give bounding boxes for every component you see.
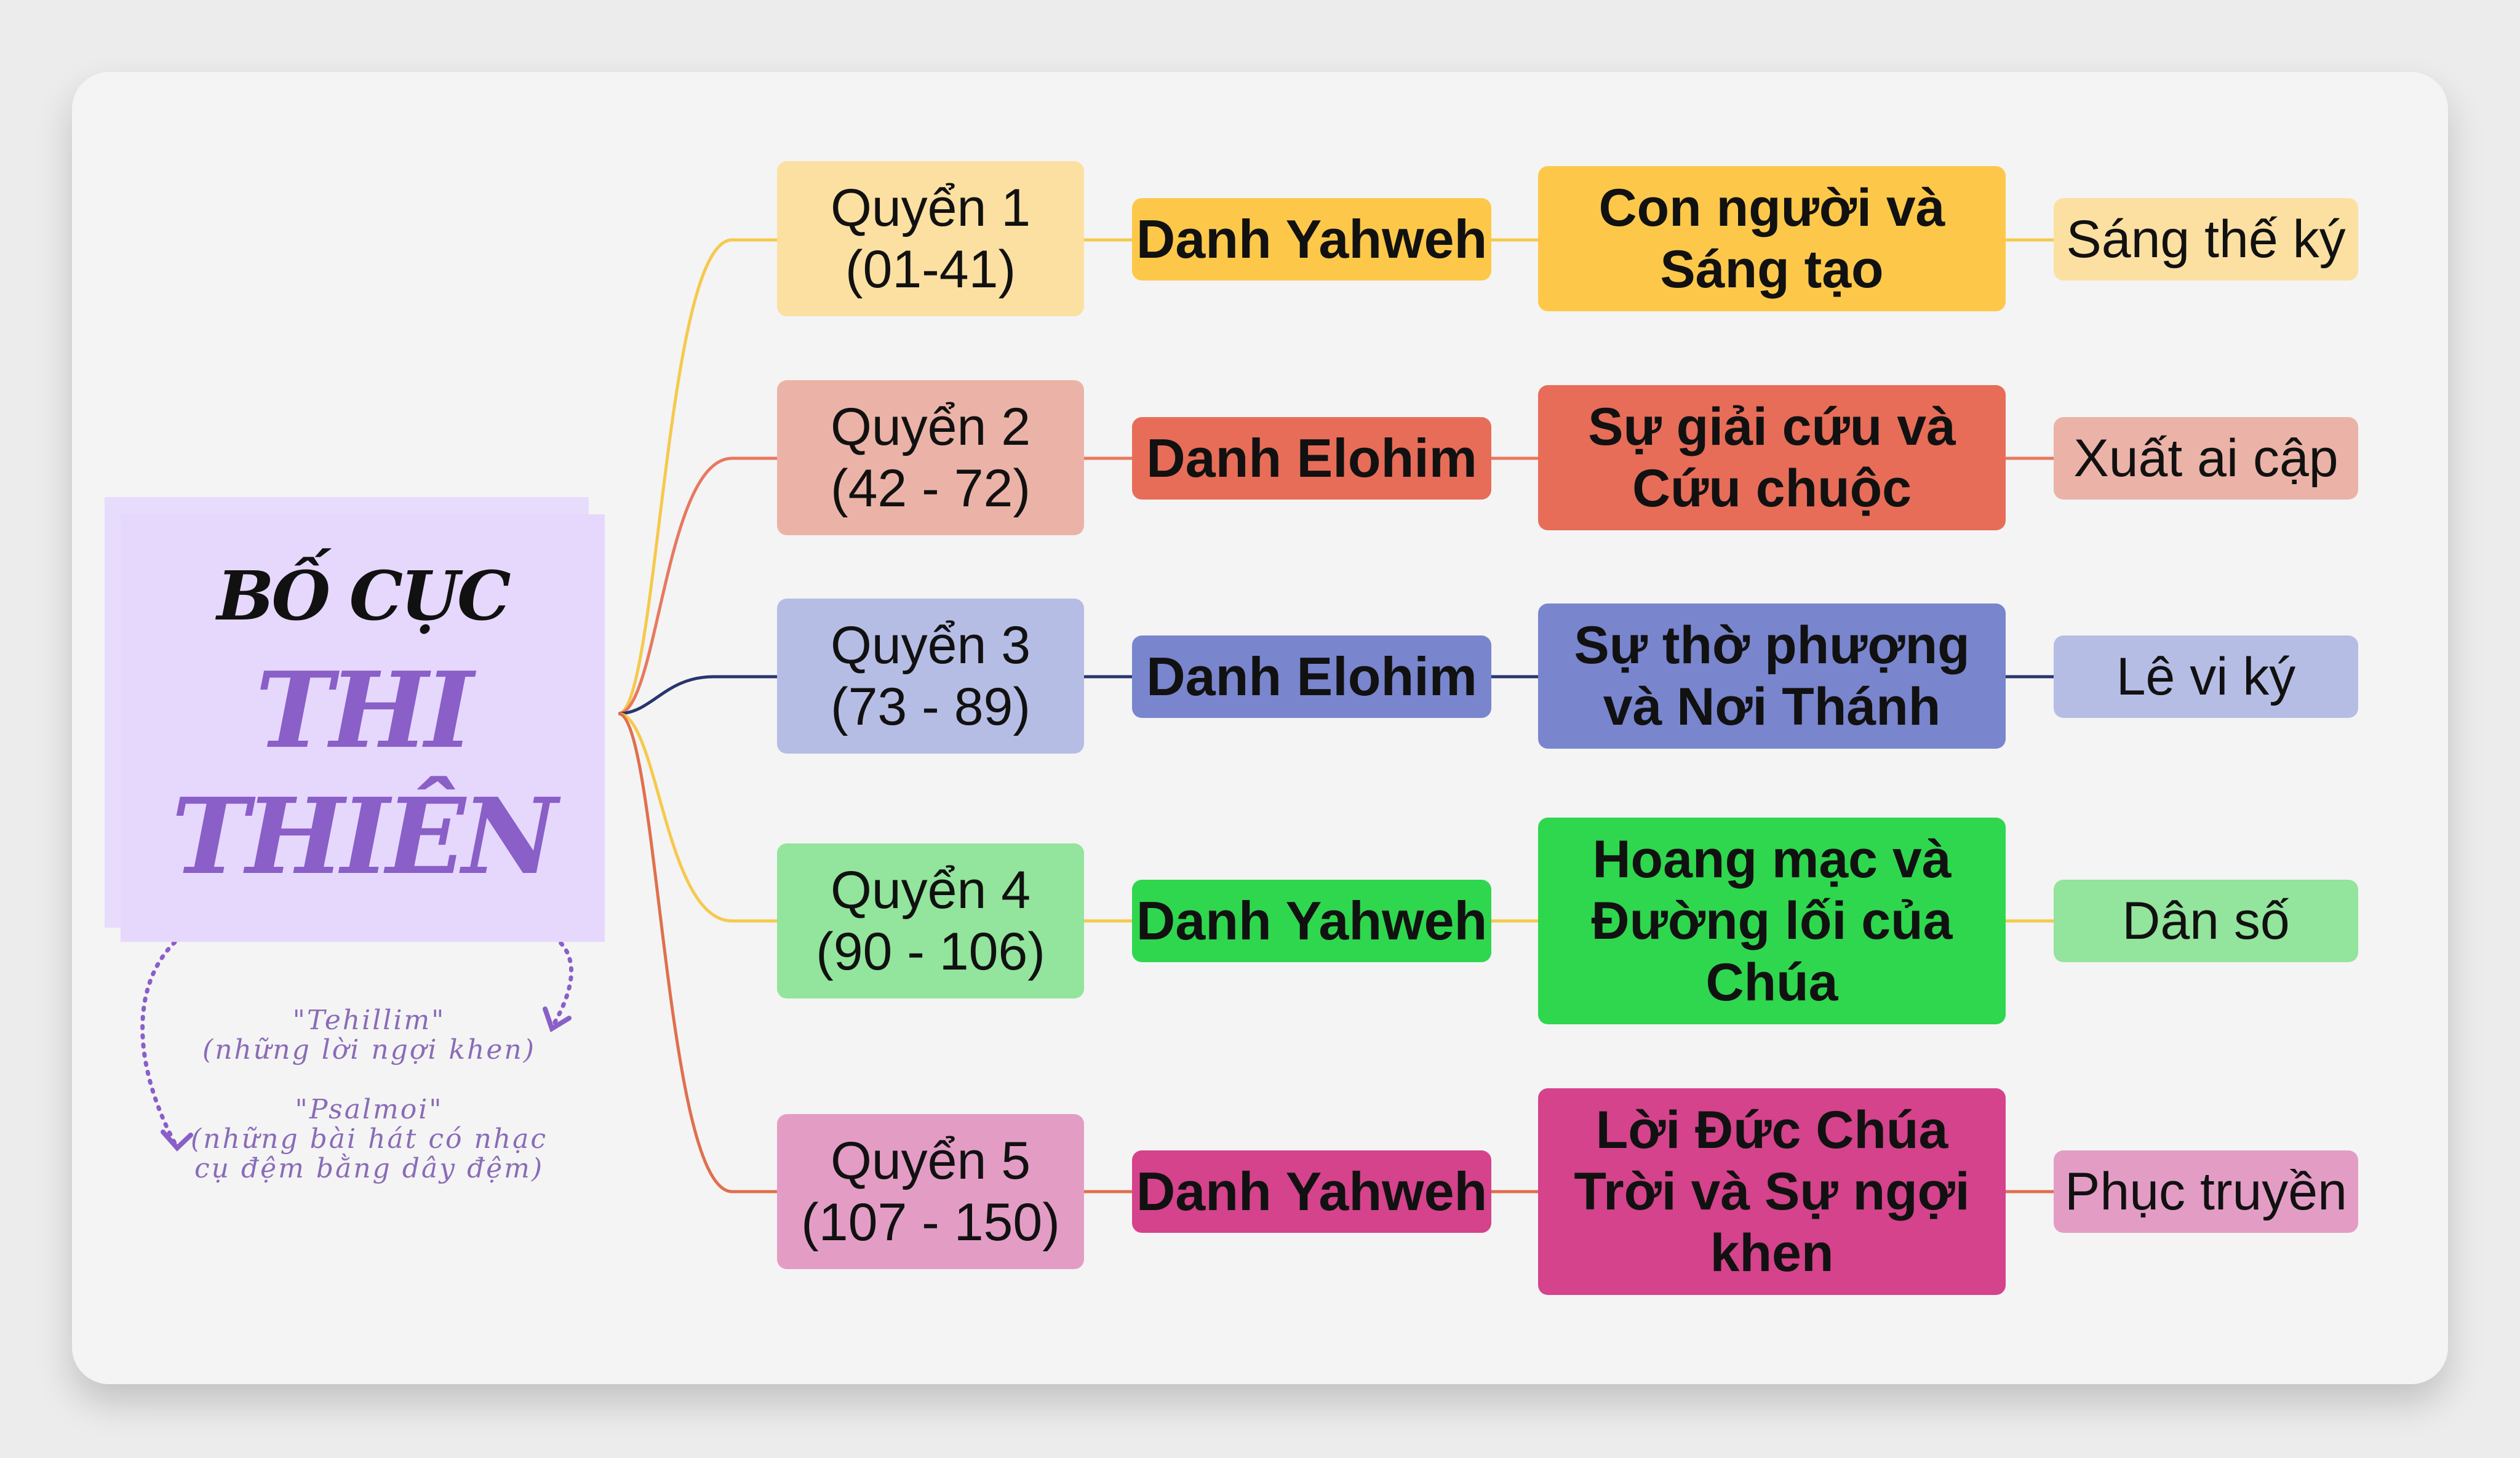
volume-box-3: Quyển 3 (73 - 89) — [777, 599, 1084, 754]
name-label-3: Danh Elohim — [1146, 646, 1477, 707]
dotted-arrow-left — [140, 923, 199, 1147]
theme-label-1: Con người và Sáng tạo — [1598, 178, 1945, 299]
book-box-2: Xuất ai cập — [2054, 417, 2358, 500]
name-box-3: Danh Elohim — [1132, 635, 1491, 718]
volume-label-5: Quyển 5 (107 - 150) — [801, 1131, 1060, 1252]
name-label-2: Danh Elohim — [1146, 428, 1477, 488]
book-box-1: Sáng thế ký — [2054, 198, 2358, 281]
theme-label-4: Hoang mạc và Đường lối của Chúa — [1591, 830, 1953, 1012]
theme-box-2: Sự giải cứu và Cứu chuộc — [1538, 385, 2006, 530]
theme-label-3: Sự thờ phượng và Nơi Thánh — [1574, 616, 1970, 736]
book-label-5: Phục truyền — [2065, 1161, 2347, 1221]
arrow-head-right — [543, 1006, 572, 1032]
volume-label-1: Quyển 1 (01-41) — [830, 178, 1031, 299]
volume-box-1: Quyển 1 (01-41) — [777, 161, 1084, 316]
branch-line-1 — [618, 238, 777, 715]
name-label-4: Danh Yahweh — [1136, 890, 1488, 951]
name-label-5: Danh Yahweh — [1136, 1161, 1488, 1222]
book-box-3: Lê vi ký — [2054, 635, 2358, 718]
title-box: BỐ CỤC THI THIÊN — [121, 514, 605, 942]
title-main: THI THIÊN — [171, 649, 558, 898]
branch-line-3 — [618, 675, 777, 715]
name-box-4: Danh Yahweh — [1132, 880, 1491, 962]
volume-box-5: Quyển 5 (107 - 150) — [777, 1114, 1084, 1269]
theme-box-5: Lời Đức Chúa Trời và Sự ngợi khen — [1538, 1088, 2006, 1295]
book-label-1: Sáng thế ký — [2066, 209, 2346, 269]
volume-label-2: Quyển 2 (42 - 72) — [830, 397, 1031, 518]
theme-box-1: Con người và Sáng tạo — [1538, 166, 2006, 311]
branch-line-5 — [618, 712, 777, 1193]
theme-label-2: Sự giải cứu và Cứu chuộc — [1588, 397, 1956, 518]
theme-box-4: Hoang mạc và Đường lối của Chúa — [1538, 818, 2006, 1024]
theme-box-3: Sự thờ phượng và Nơi Thánh — [1538, 604, 2006, 749]
volume-box-4: Quyển 4 (90 - 106) — [777, 843, 1084, 998]
book-label-3: Lê vi ký — [2116, 647, 2296, 706]
volume-label-4: Quyển 4 (90 - 106) — [816, 861, 1045, 981]
volume-box-2: Quyển 2 (42 - 72) — [777, 380, 1084, 535]
book-box-4: Dân số — [2054, 880, 2358, 962]
name-box-5: Danh Yahweh — [1132, 1150, 1491, 1233]
title-top: BỐ CỤC — [217, 556, 511, 635]
book-label-2: Xuất ai cập — [2073, 428, 2339, 488]
branch-line-4 — [618, 712, 777, 923]
note-tehillim: "Tehillim" (những lời ngợi khen) — [202, 1005, 536, 1066]
book-box-5: Phục truyền — [2054, 1150, 2358, 1233]
note-psalmoi: "Psalmoi" (những bài hát có nhạc cụ đệm … — [190, 1094, 548, 1184]
name-box-1: Danh Yahweh — [1132, 198, 1491, 281]
book-label-4: Dân số — [2122, 891, 2290, 950]
name-box-2: Danh Elohim — [1132, 417, 1491, 500]
arrow-head-left — [161, 1129, 193, 1152]
theme-label-5: Lời Đức Chúa Trời và Sự ngợi khen — [1574, 1101, 1970, 1283]
volume-label-3: Quyển 3 (73 - 89) — [830, 616, 1031, 736]
name-label-1: Danh Yahweh — [1136, 209, 1488, 269]
branch-line-2 — [618, 456, 777, 715]
